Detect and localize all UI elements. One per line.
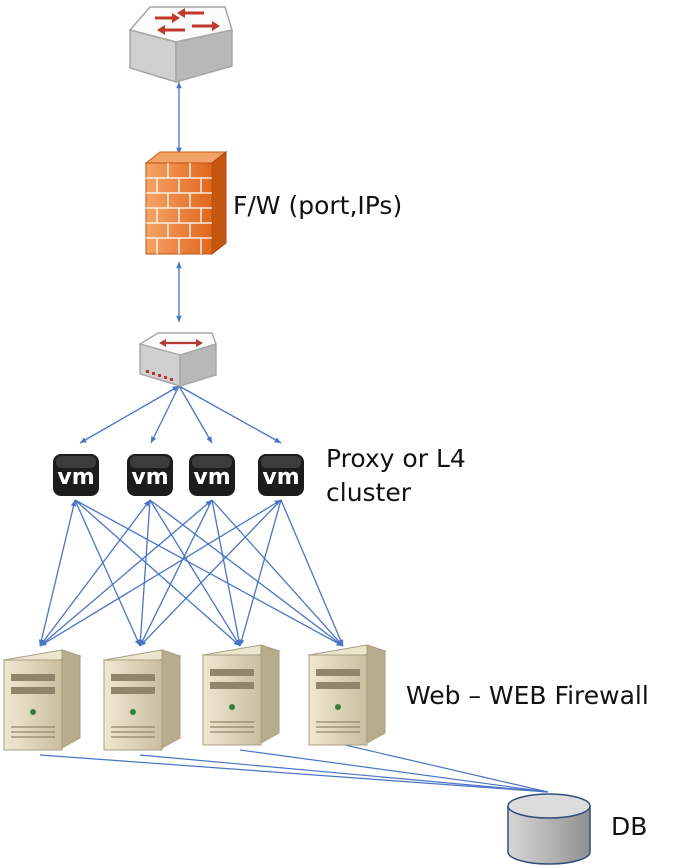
firewall-icon: [144, 150, 228, 256]
vm-server-mesh: [38, 499, 344, 647]
server-icon: [102, 649, 182, 751]
svg-text:vm: vm: [57, 465, 94, 490]
svg-text:vm: vm: [193, 465, 230, 490]
vm-icon: vm: [53, 454, 99, 496]
server-db-links: [39, 744, 549, 793]
database-icon: [507, 793, 591, 865]
proxy-label-line1: Proxy or L4: [326, 444, 466, 473]
vm-icon: vm: [258, 454, 304, 496]
firewall-label: F/W (port,IPs): [233, 191, 402, 220]
db-label: DB: [611, 812, 647, 841]
svg-text:vm: vm: [131, 465, 168, 490]
proxy-label-line2: cluster: [326, 478, 412, 507]
web-label: Web – WEB Firewall: [406, 681, 649, 710]
switch-icon: [138, 332, 217, 387]
server-icon: [2, 649, 82, 751]
server-icon: [201, 644, 281, 746]
router-icon: [128, 6, 233, 84]
server-icon: [307, 644, 387, 746]
vm-icon: vm: [189, 454, 235, 496]
svg-text:vm: vm: [262, 465, 299, 490]
vm-icon: vm: [127, 454, 173, 496]
switch-vm-links: [79, 385, 282, 444]
